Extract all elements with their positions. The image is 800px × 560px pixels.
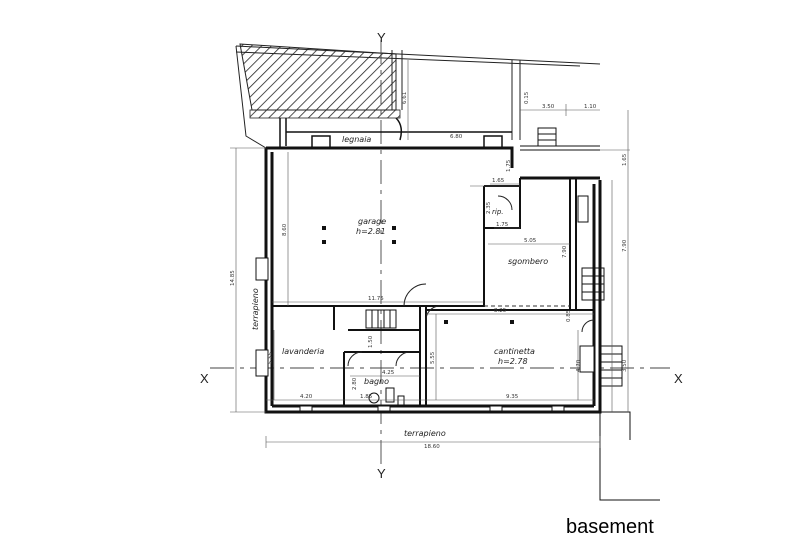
dim-4-25: 4.25: [382, 370, 395, 376]
dim-4-20: 4.20: [300, 394, 313, 400]
room-label-cantinetta: cantinetta: [494, 347, 535, 356]
dim-4-70: 4.70: [576, 359, 582, 372]
terrapieno-bottom: terrapieno: [404, 429, 446, 438]
dim-8-25: 8.25: [494, 308, 507, 314]
room-label-bagno: bagno: [364, 377, 389, 386]
axis-x-left: X: [200, 371, 209, 386]
dim-1-75a: 1.75: [506, 159, 512, 172]
dim-2-80: 2.80: [352, 377, 358, 390]
internal-stair: [365, 309, 397, 329]
dim-9-35: 9.35: [506, 394, 519, 400]
bathroom-fixtures: [368, 387, 405, 407]
dim-14-85: 14.85: [230, 270, 236, 286]
dimension-labels: 3.50 1.10 0.15 6.61 6.80 1.65 1.75 1.65 …: [230, 91, 628, 450]
dim-1-50: 1.50: [368, 335, 374, 348]
dimension-lines: [230, 60, 630, 448]
axis-y-top: Y: [377, 30, 386, 45]
dim-3-50: 3.50: [542, 104, 555, 110]
axis-y-bottom: Y: [377, 466, 386, 481]
dim-6-61: 6.61: [402, 92, 408, 104]
windows: [255, 195, 595, 412]
room-label-lavanderia: lavanderia: [282, 347, 324, 356]
dim-5-55b: 5.55: [430, 351, 436, 364]
dim-18-60: 18.60: [424, 444, 440, 450]
dim-2-35: 2.35: [486, 201, 492, 214]
dim-6-80: 6.80: [450, 134, 463, 140]
dim-7-90b: 7.90: [622, 239, 628, 252]
door-swings: [347, 195, 595, 367]
dim-1-65b: 1.65: [492, 178, 505, 184]
room-label-rip: rip.: [492, 208, 504, 216]
legnaia-walls: [279, 117, 512, 149]
dim-0-15: 0.15: [524, 91, 530, 104]
dim-1-10: 1.10: [584, 104, 597, 110]
dim-8-60: 8.60: [282, 223, 288, 236]
terrapieno-left: terrapieno: [251, 288, 260, 330]
dim-11-75: 11.75: [368, 296, 384, 302]
room-label-cantinetta-height: h=2.78: [498, 357, 528, 366]
dim-7-90a: 7.90: [562, 245, 568, 258]
dim-1-85: 1.85: [360, 394, 373, 400]
dim-0-85: 0.85: [566, 309, 572, 322]
room-label-legnaia: legnaia: [342, 135, 371, 144]
room-label-sgombero: sgombero: [508, 257, 548, 266]
dim-3-50b: 3.50: [622, 359, 628, 372]
plan-caption: basement: [566, 516, 654, 538]
interior-walls: [272, 178, 594, 406]
room-label-garage-height: h=2.81: [356, 227, 386, 236]
hatched-wall-cap: [249, 109, 401, 119]
axis-x-right: X: [674, 371, 683, 386]
hatched-retaining-wall: [239, 43, 397, 111]
room-label-garage: garage: [358, 217, 386, 226]
dim-5-05: 5.05: [524, 238, 537, 244]
dim-1-65a: 1.65: [622, 153, 628, 166]
exterior-walls: [264, 146, 602, 414]
columns: [322, 226, 514, 324]
dim-5-55a: 5.55: [268, 351, 274, 364]
dim-1-75b: 1.75: [496, 222, 509, 228]
stair-top-right: [520, 127, 600, 151]
